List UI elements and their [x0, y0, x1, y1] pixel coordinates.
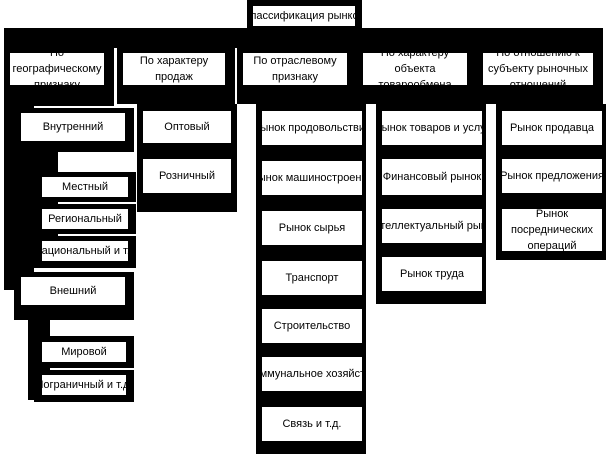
subject-item-intermediary: Рынок посреднических операций — [501, 208, 603, 252]
subject-item-intermediary-label: Рынок посреднических операций — [510, 208, 593, 252]
object-item-financial-label: Финансовый рынок — [382, 170, 482, 183]
sales-item-wholesale-label: Оптовый — [164, 120, 210, 133]
geo-item-local: Местный — [41, 176, 129, 198]
sales-item-wholesale: Оптовый — [142, 110, 232, 144]
object-item-labor-label: Рынок труда — [399, 267, 464, 280]
branch-item-raw-label: Рынок сырья — [278, 221, 346, 234]
branch-item-food: Рынок продовольствия — [261, 110, 363, 146]
root-label: Классификация рынков — [253, 9, 355, 22]
branch-item-transport: Транспорт — [261, 260, 363, 296]
object-item-goods-label: Рынок товаров и услуг — [381, 121, 482, 134]
geo-item-external-label: Внешний — [49, 284, 97, 297]
object-item-financial: Финансовый рынок — [381, 158, 483, 196]
object-item-goods: Рынок товаров и услуг — [381, 110, 483, 146]
category-sales: По характеру продаж — [122, 52, 226, 86]
geo-item-local-label: Местный — [61, 180, 109, 193]
object-item-intellectual-label: Интеллектуальный рынок — [381, 219, 482, 232]
object-item-intellectual: Интеллектуальный рынок — [381, 208, 483, 244]
category-subject-label: По отношению к субъекту рыночных отношен… — [488, 52, 588, 86]
root-box: Классификация рынков — [252, 5, 356, 27]
branch-item-utilities: Коммунальное хозяйство — [261, 356, 363, 392]
branch-item-raw: Рынок сырья — [261, 210, 363, 246]
category-branch-label: По отраслевому признаку — [253, 55, 337, 83]
category-geographic: По географическому признаку — [9, 52, 105, 86]
subject-item-seller-label: Рынок продавца — [509, 121, 595, 134]
geo-item-national-label: Национальный и т.д — [41, 244, 128, 257]
category-object-label: По характеру объекта товарообмена — [378, 52, 452, 86]
sales-item-retail: Розничный — [142, 158, 232, 194]
branch-item-construction-label: Строительство — [273, 319, 351, 332]
geo-item-world-label: Мировой — [61, 345, 107, 358]
geo-item-external: Внешний — [20, 276, 126, 306]
category-sales-label: По характеру продаж — [139, 55, 209, 83]
subject-item-supply-label: Рынок предложения — [501, 169, 603, 182]
geo-item-national: Национальный и т.д — [41, 240, 129, 262]
geo-item-regional: Региональный — [41, 208, 129, 230]
category-geographic-label: По географическому признаку — [12, 52, 102, 86]
branch-item-machinery-label: Рынок машиностроения — [262, 171, 362, 184]
category-object: По характеру объекта товарообмена — [362, 52, 468, 86]
geo-item-regional-label: Региональный — [48, 212, 122, 225]
geo-item-internal-label: Внутренний — [42, 120, 104, 133]
branch-item-construction: Строительство — [261, 308, 363, 344]
branch-item-machinery: Рынок машиностроения — [261, 160, 363, 196]
branch-item-communication-label: Связь и т.д. — [282, 417, 342, 430]
subject-item-seller: Рынок продавца — [501, 110, 603, 146]
sales-item-retail-label: Розничный — [159, 169, 215, 182]
object-item-labor: Рынок труда — [381, 256, 483, 292]
top-connector-bar — [4, 28, 603, 48]
geo-item-border-label: Пограничный и т.д. — [41, 378, 126, 391]
category-subject: По отношению к субъекту рыночных отношен… — [482, 52, 594, 86]
branch-item-utilities-label: Коммунальное хозяйство — [262, 367, 362, 380]
branch-item-communication: Связь и т.д. — [261, 406, 363, 442]
branch-item-transport-label: Транспорт — [285, 271, 339, 284]
geo-item-world: Мировой — [41, 341, 127, 363]
subject-item-supply: Рынок предложения — [501, 158, 603, 194]
branch-item-food-label: Рынок продовольствия — [261, 121, 363, 134]
geo-item-border: Пограничный и т.д. — [41, 374, 127, 396]
geo-item-internal: Внутренний — [20, 112, 126, 142]
category-branch: По отраслевому признаку — [242, 52, 348, 86]
